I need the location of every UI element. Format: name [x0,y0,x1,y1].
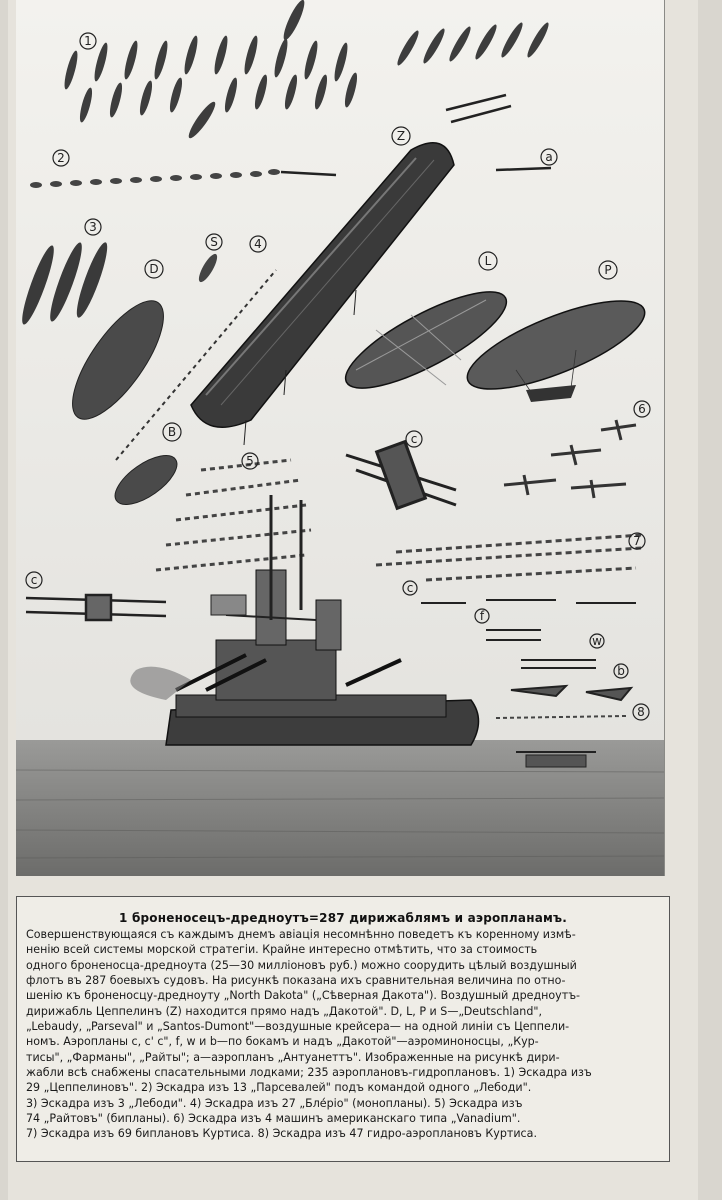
caption-line: 7) Эскадра изъ 69 биплановъ Куртиса. 8) … [26,1127,537,1141]
caption-line: тисы", „Фарманы", „Райты"; a—аэропланъ „… [26,1050,560,1064]
squadron-7-curtiss [375,533,642,582]
caption-line: одного броненосца-дредноута (25—30 миллі… [26,958,577,972]
plate-labels [25,32,651,721]
label-curtiss-c-left: c [31,573,38,587]
caption-line: 74 „Райтовъ" (бипланы). 6) Эскадра изъ 4… [26,1112,521,1126]
caption-title: 1 броненосецъ-дредноутъ=287 дирижаблямъ … [119,911,567,925]
caption-line: шенію къ броненосцу-дредноуту „North Dak… [26,989,581,1003]
label-squadron-8: 8 [637,705,645,719]
label-squadron-2: 2 [57,151,65,165]
airship-b [114,455,178,505]
label-hydro-b: b [617,664,625,678]
caption-line: ненію всей системы морской стратегіи. Кр… [26,943,538,957]
caption-box: 1 броненосецъ-дредноутъ=287 дирижаблямъ … [16,896,670,1162]
caption-line: „Lebaudy, „Parseval" и „Santos-Dumont"—в… [26,1020,570,1034]
battleship-north-dakota [130,495,480,746]
label-antoinette-a: a [545,150,552,164]
label-squadron-4: 4 [254,237,262,251]
label-deutschland: D [149,262,158,276]
squadron-5-wrights [155,458,312,572]
biplane-c-left [25,593,167,622]
label-santos-dumont: S [210,235,218,249]
label-curtiss-c-right: c [407,581,414,595]
caption-line: Совершенствующаяся съ каждымъ днемъ авіа… [26,928,576,941]
airship-lebaudy [344,291,508,389]
airship-santos-dumont [198,253,218,283]
aircraft-top-right [280,93,552,177]
squadron-4-bleriots [115,269,277,461]
caption-body: Совершенствующаяся съ каждымъ днемъ авіа… [26,927,660,1142]
label-lebaudy: L [485,254,492,268]
label-zeppelin: Z [397,129,405,143]
squadron-1-zeppelins [64,0,549,139]
caption-line: номъ. Аэропланы c, c' c", f, w и b—по бо… [26,1035,539,1049]
illustration-plate: 1 2 3 4 5 6 7 8 Z D L P S B c c c f w b … [16,0,665,876]
label-parseval: P [604,263,611,277]
label-squadron-1: 1 [84,34,92,48]
caption-line: флотъ въ 287 боевыхъ судовъ. На рисункѣ … [26,974,566,988]
caption-line: 29 „Цеппелиновъ". 2) Эскадра изъ 13 „Пар… [26,1081,532,1095]
label-curtiss-c-center: c [411,432,418,446]
airship-deutschland [72,300,164,420]
label-squadron-6: 6 [638,402,646,416]
caption-line: дирижабль Цеппелинъ (Z) находится прямо … [26,1004,542,1018]
caption-line: жабли всѣ снабжены спасательными лодками… [26,1066,592,1080]
squadron-2-parsevals [30,169,280,188]
biplane-c-center [345,439,457,511]
label-squadron-3: 3 [89,220,97,234]
squadron-3-lebaudy [22,242,108,325]
squadron-8-hydroplanes [495,715,627,719]
label-squadron-7: 7 [633,534,641,548]
aircraft-group-right [421,599,636,702]
label-balloon-b: B [168,425,176,439]
label-wright-w: w [592,634,602,648]
caption-line: 3) Эскадра изъ 3 „Лебоди". 4) Эскадра из… [26,1096,523,1110]
squadron-6-vanadium [503,419,637,499]
illustration-svg: 1 2 3 4 5 6 7 8 Z D L P S B c c c f w b … [16,0,664,876]
hydroplane-on-water [516,751,596,768]
label-farman-f: f [480,609,485,623]
airship-zeppelin [190,142,455,446]
label-squadron-5: 5 [246,454,254,468]
airship-parseval [466,300,646,402]
